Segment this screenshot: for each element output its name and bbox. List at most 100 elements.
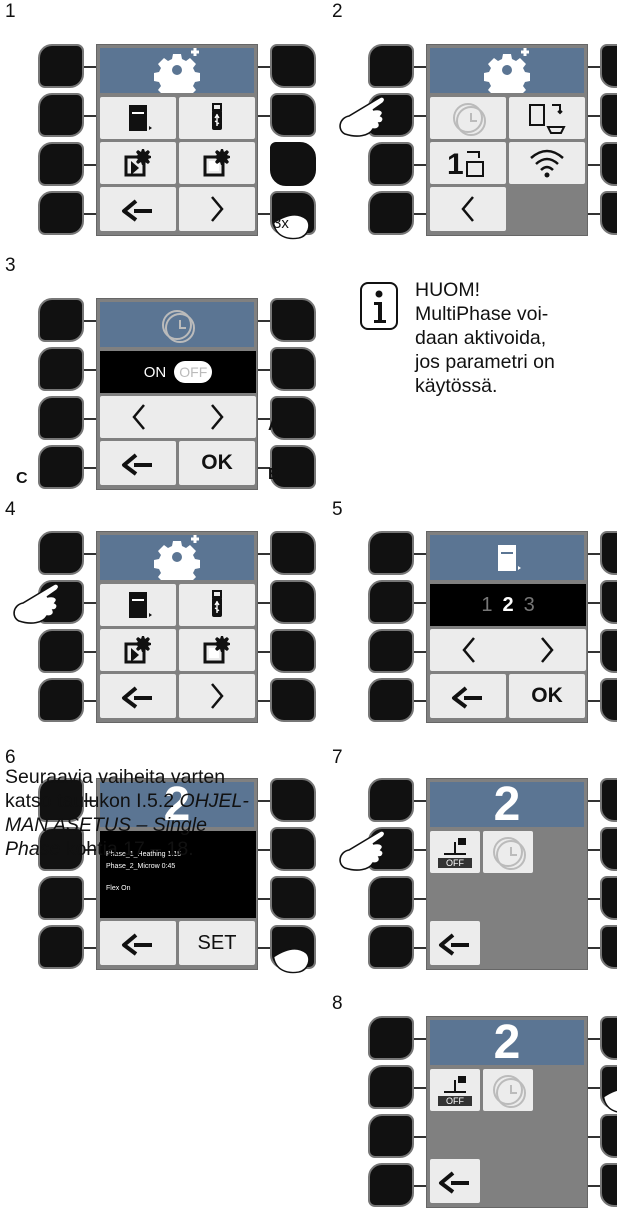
side-button[interactable] — [600, 531, 617, 575]
multiphase-clock-icon[interactable] — [483, 1069, 533, 1111]
side-button[interactable] — [38, 445, 84, 489]
side-button[interactable] — [270, 876, 316, 920]
back-arrow-icon[interactable] — [100, 187, 176, 231]
side-button[interactable] — [368, 678, 414, 722]
side-button[interactable] — [368, 142, 414, 186]
chevron-right-icon[interactable] — [179, 674, 255, 718]
connector — [258, 700, 270, 702]
side-button[interactable] — [600, 44, 617, 88]
side-button[interactable] — [368, 580, 414, 624]
set-button[interactable]: SET — [179, 921, 255, 965]
side-button[interactable] — [270, 347, 316, 391]
note-line: MultiPhase voi- — [415, 303, 549, 325]
side-button[interactable] — [600, 93, 617, 137]
side-button[interactable] — [270, 580, 316, 624]
lock-off-toggle[interactable]: OFF — [430, 1069, 480, 1111]
side-button[interactable] — [38, 531, 84, 575]
chef-swap-icon[interactable] — [509, 97, 585, 139]
left-right-arrows[interactable] — [430, 629, 586, 671]
back-arrow-icon[interactable] — [100, 921, 176, 965]
multiphase-clock-icon[interactable] — [483, 831, 533, 873]
side-button[interactable] — [600, 827, 617, 871]
side-button[interactable] — [270, 778, 316, 822]
side-button[interactable] — [270, 629, 316, 673]
connector — [258, 320, 270, 322]
side-button[interactable] — [600, 778, 617, 822]
back-arrow-icon[interactable] — [430, 674, 506, 718]
side-button[interactable] — [38, 93, 84, 137]
side-button[interactable] — [368, 1016, 414, 1060]
side-button[interactable] — [38, 396, 84, 440]
side-button[interactable] — [368, 876, 414, 920]
side-button[interactable] — [600, 580, 617, 624]
back-arrow-icon[interactable] — [430, 921, 480, 965]
import-settings-icon[interactable] — [100, 629, 176, 671]
side-button-pressed[interactable] — [270, 142, 316, 186]
side-button[interactable] — [38, 191, 84, 235]
side-button[interactable] — [600, 142, 617, 186]
side-button[interactable] — [368, 925, 414, 969]
chevron-left-icon[interactable] — [430, 187, 506, 231]
chevron-left-icon[interactable] — [459, 635, 479, 665]
wifi-icon[interactable] — [509, 142, 585, 184]
side-button[interactable] — [270, 298, 316, 342]
side-button[interactable] — [270, 396, 316, 440]
side-button[interactable] — [600, 191, 617, 235]
side-button[interactable] — [270, 678, 316, 722]
side-button[interactable] — [600, 1016, 617, 1060]
side-button[interactable] — [38, 925, 84, 969]
side-button[interactable] — [38, 678, 84, 722]
back-arrow-icon[interactable] — [100, 674, 176, 718]
multiphase-clock-icon[interactable] — [430, 97, 506, 139]
cookbook-icon[interactable] — [100, 97, 176, 139]
ok-button[interactable]: OK — [179, 441, 255, 485]
connector — [588, 115, 600, 117]
chevron-right-icon[interactable] — [207, 402, 227, 432]
chevron-right-icon[interactable] — [537, 635, 557, 665]
side-button[interactable] — [600, 1163, 617, 1207]
usb-icon[interactable] — [179, 584, 255, 626]
side-button[interactable] — [270, 531, 316, 575]
export-settings-icon[interactable] — [179, 629, 255, 671]
lock-icon — [444, 838, 466, 855]
side-button[interactable] — [368, 44, 414, 88]
on-off-selector[interactable]: ON OFF — [100, 351, 256, 393]
side-button[interactable] — [368, 191, 414, 235]
program-swap-icon[interactable]: 1 — [430, 142, 506, 184]
side-button[interactable] — [38, 347, 84, 391]
side-button[interactable] — [600, 1114, 617, 1158]
side-button[interactable] — [600, 629, 617, 673]
side-button[interactable] — [270, 445, 316, 489]
side-button[interactable] — [600, 925, 617, 969]
side-button[interactable] — [368, 531, 414, 575]
side-button[interactable] — [270, 827, 316, 871]
side-button[interactable] — [368, 778, 414, 822]
side-button[interactable] — [600, 876, 617, 920]
side-button[interactable] — [38, 778, 84, 822]
side-button[interactable] — [270, 44, 316, 88]
side-button[interactable] — [368, 629, 414, 673]
cookbook-icon[interactable] — [100, 584, 176, 626]
chevron-left-icon[interactable] — [129, 402, 149, 432]
import-settings-icon[interactable] — [100, 142, 176, 184]
side-button[interactable] — [368, 1163, 414, 1207]
side-button[interactable] — [38, 142, 84, 186]
ok-button[interactable]: OK — [509, 674, 585, 718]
side-button[interactable] — [38, 876, 84, 920]
back-arrow-icon[interactable] — [430, 1159, 480, 1203]
chevron-right-icon[interactable] — [179, 187, 255, 231]
export-settings-icon[interactable] — [179, 142, 255, 184]
usb-icon[interactable] — [179, 97, 255, 139]
side-button[interactable] — [38, 629, 84, 673]
back-arrow-icon[interactable] — [100, 441, 176, 485]
side-button[interactable] — [38, 298, 84, 342]
side-button[interactable] — [368, 1065, 414, 1109]
side-button[interactable] — [270, 93, 316, 137]
side-button[interactable] — [368, 1114, 414, 1158]
lock-off-toggle[interactable]: OFF — [430, 831, 480, 873]
side-button[interactable] — [600, 678, 617, 722]
program-number-selector[interactable]: 1 2 3 — [430, 584, 586, 626]
left-right-arrows[interactable] — [100, 396, 256, 438]
side-button[interactable] — [38, 827, 84, 871]
side-button[interactable] — [38, 44, 84, 88]
